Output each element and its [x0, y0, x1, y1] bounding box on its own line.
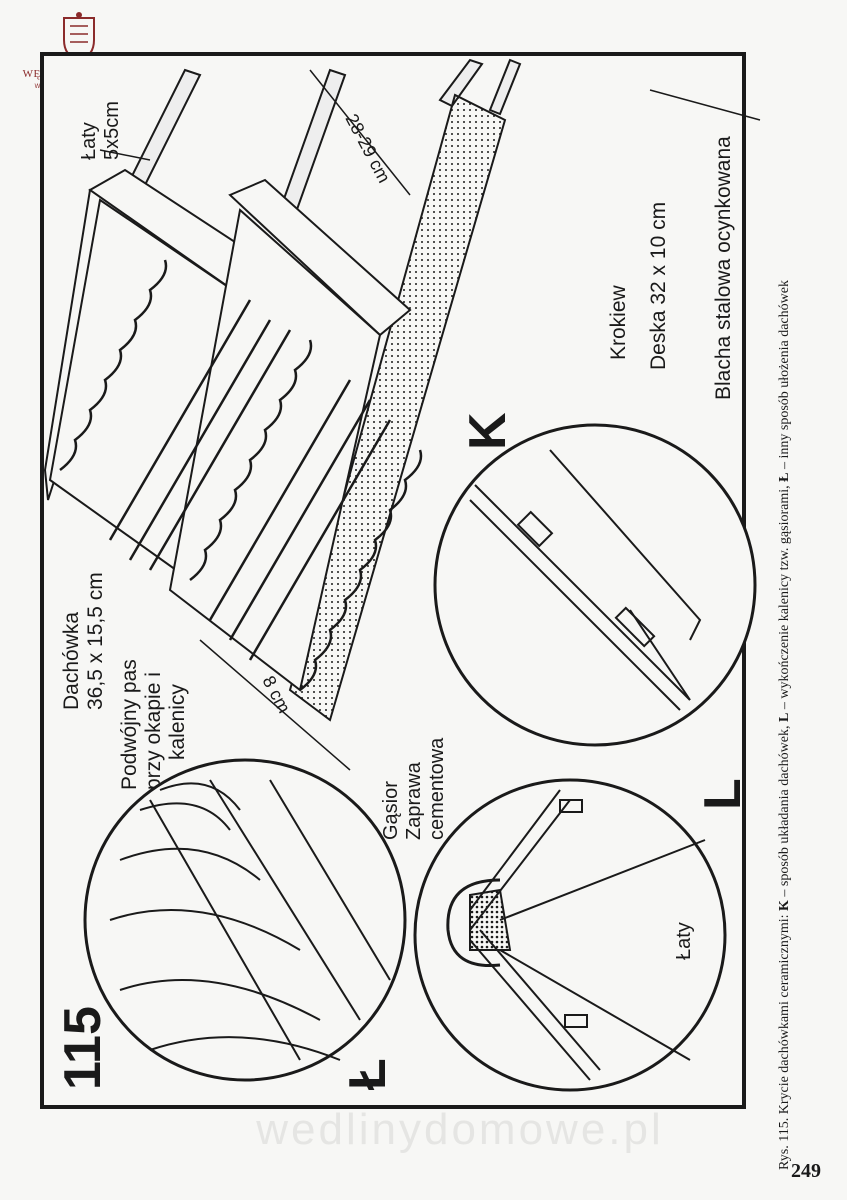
tile-rows — [43, 168, 412, 692]
watermark: wedlinydomowe.pl — [256, 1105, 664, 1154]
caption-text-3: – wykończenie kalenicy tzw. gąsiorami, — [777, 481, 792, 713]
steel-sheet — [288, 93, 507, 722]
tile-drawing — [43, 58, 761, 771]
dimension-lines — [99, 69, 761, 771]
label-zaprawa-2: cementowa — [426, 737, 448, 840]
label-krokiew: Krokiew — [607, 284, 630, 360]
label-laty-size: 5x5cm — [101, 101, 123, 160]
caption-rys: Rys. 115. — [777, 1117, 792, 1170]
caption-lpl: Ł — [777, 472, 792, 482]
tile-scallops — [59, 259, 423, 691]
label-spacing: 28-29 cm — [341, 110, 394, 186]
label-gasior: Gąsior — [380, 781, 402, 840]
caption-k: K — [777, 900, 792, 911]
label-blacha: Blacha stalowa ocynkowana — [712, 136, 735, 400]
figure-caption: Rys. 115. Krycie dachówkami ceramicznymi… — [776, 70, 836, 1170]
caption-text-2: – sposób układania dachówek, — [777, 722, 792, 901]
label-podwojny-1: Podwójny pas — [118, 659, 141, 790]
detail-l — [413, 778, 727, 1092]
label-deska: Deska 32 x 10 cm — [647, 202, 670, 370]
label-dachowka-size: 36,5 x 15,5 cm — [84, 572, 107, 710]
detail-k — [433, 423, 757, 747]
label-podwojny-3: kalenicy — [166, 684, 189, 760]
detail-l-pl — [83, 758, 407, 1082]
label-laty: Łaty — [78, 122, 100, 160]
label-dachowka: Dachówka — [60, 612, 83, 710]
mortar — [469, 888, 512, 951]
caption-text-4: – inny sposób ułożenia dachówek — [777, 280, 792, 473]
page-number: 249 — [791, 1160, 821, 1182]
caption-text-1: Krycie dachówkami ceramicznymi: — [777, 910, 792, 1118]
label-podwojny-2: przy okapie i — [142, 672, 165, 790]
marker-k: K — [459, 412, 517, 450]
ridge-tile — [446, 878, 501, 968]
marker-l: L — [694, 778, 752, 810]
label-zaprawa-1: Zaprawa — [403, 761, 425, 840]
caption-l: L — [777, 712, 792, 722]
figure-number: 115 — [54, 1006, 112, 1090]
label-laty-detail: Łaty — [673, 922, 695, 960]
marker-l-pl: Ł — [339, 1058, 397, 1090]
